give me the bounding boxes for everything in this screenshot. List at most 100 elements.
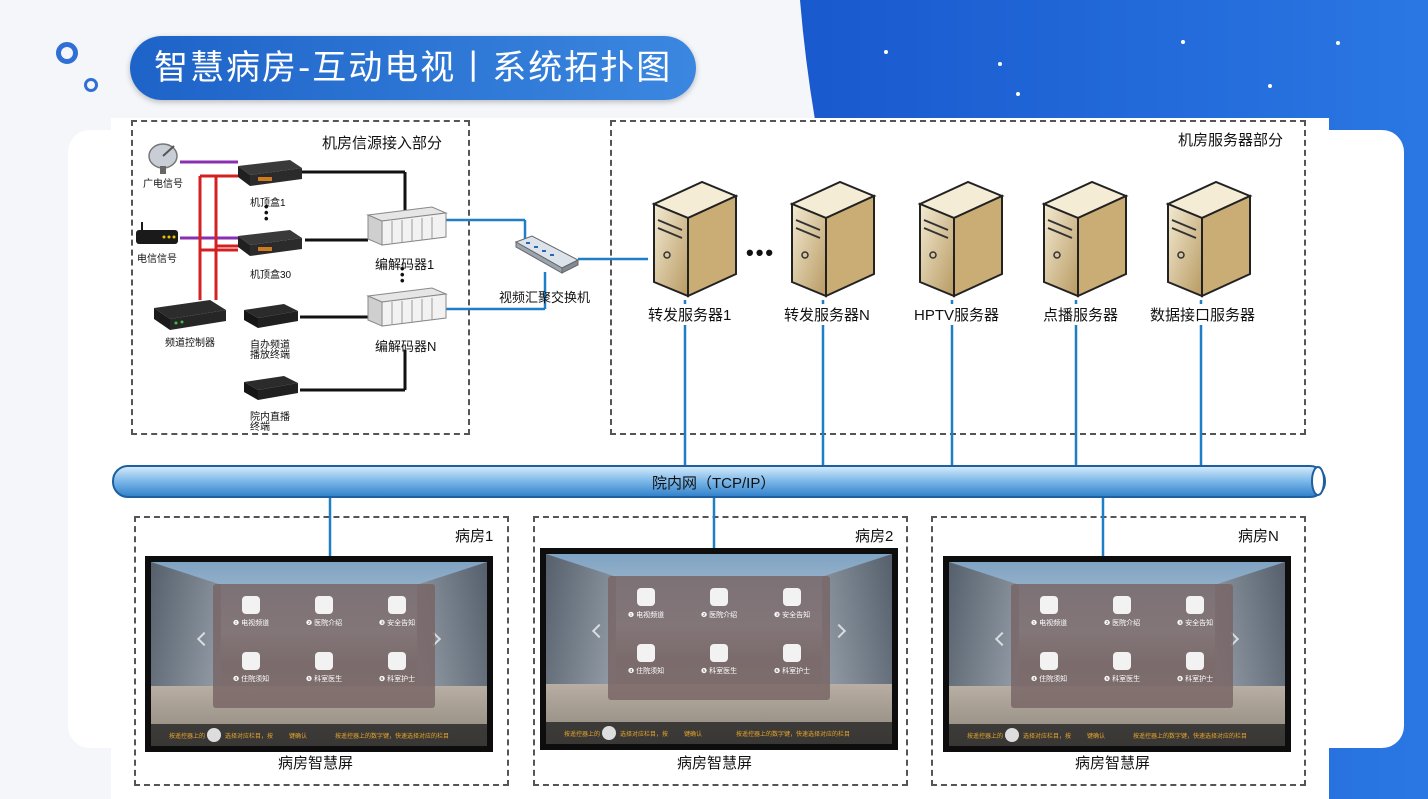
bed-icon (242, 652, 260, 670)
menu-item: ❶ 电视频道 (614, 584, 678, 634)
dpad-icon (1005, 728, 1019, 742)
ward-title: 病房1 (455, 528, 494, 545)
smart-screen-n: ❶ 电视频道 ❷ 医院介绍 ❸ 安全告知 ❹ 住院须知 ❺ 科室医生 ❻ 科室护… (943, 556, 1291, 752)
dpad-icon (602, 726, 616, 740)
smart-screen-2: ❶ 电视频道 ❷ 医院介绍 ❸ 安全告知 ❹ 住院须知 ❺ 科室医生 ❻ 科室护… (540, 548, 898, 750)
screen-hint-bar: 按遥控器上的 选择对应栏目，按 键确认 按遥控器上的数字键，快速选择对应的栏目 (151, 724, 487, 746)
server-section-title: 机房服务器部分 (1178, 132, 1284, 149)
page-title: 智慧病房-互动电视丨系统拓扑图 (154, 48, 673, 88)
menu-item: ❹ 住院须知 (219, 648, 283, 698)
server-label: 点播服务器 (1043, 304, 1119, 325)
server-label: HPTV服务器 (914, 304, 1000, 325)
ward-title: 病房N (1238, 528, 1279, 545)
menu-item: ❺ 科室医生 (1090, 648, 1154, 698)
screen-label: 病房智慧屏 (1075, 755, 1151, 772)
router-icon (136, 222, 178, 244)
nurse-icon (1186, 652, 1204, 670)
menu-item: ❶ 电视频道 (219, 592, 283, 642)
title-pill (130, 36, 696, 100)
screen-label: 病房智慧屏 (677, 755, 753, 772)
encoder-chassis-icon (366, 206, 448, 246)
menu-item: ❷ 医院介绍 (292, 592, 356, 642)
menu-item: ❸ 安全告知 (760, 584, 824, 634)
menu-item: ❺ 科室医生 (292, 648, 356, 698)
tv-icon (1040, 596, 1058, 614)
server-label: 转发服务器1 (648, 304, 732, 325)
decor-circle-icon (56, 42, 78, 64)
tv-icon (242, 596, 260, 614)
switch-label: 视频汇聚交换机 (499, 290, 591, 305)
star-dot (884, 50, 888, 54)
menu-item: ❸ 安全告知 (365, 592, 429, 642)
satellite-dish-icon (148, 143, 178, 174)
server-tower-icon (789, 180, 877, 298)
source-section-title: 机房信源接入部分 (322, 135, 443, 152)
bed-icon (1040, 652, 1058, 670)
encoderN-label: 编解码器N (375, 339, 437, 354)
telecom-label: 电信信号 (137, 254, 177, 265)
star-dot (1268, 84, 1272, 88)
ward-box-2 (533, 516, 908, 786)
server-tower-icon (1165, 180, 1253, 298)
playback-terminal-icon (244, 304, 298, 328)
bed-icon (637, 644, 655, 662)
stb1-label: 机顶盒1 (250, 198, 286, 209)
server-tower-icon (917, 180, 1005, 298)
menu-item: ❹ 住院须知 (1017, 648, 1081, 698)
encoder1-label: 编解码器1 (375, 257, 435, 272)
menu-item: ❻ 科室护士 (1163, 648, 1227, 698)
live-terminal-icon (244, 376, 298, 400)
satellite-label: 广电信号 (143, 179, 183, 190)
star-dot (998, 62, 1002, 66)
server-tower-icon (1041, 180, 1129, 298)
server-section-box (610, 120, 1306, 435)
ellipsis-horizontal-icon: ••• (746, 240, 776, 265)
hospital-icon (710, 588, 728, 606)
server-label: 转发服务器N (784, 304, 870, 325)
smart-screen-1: ❶ 电视频道 ❷ 医院介绍 ❸ 安全告知 ❹ 住院须知 ❺ 科室医生 ❻ 科室护… (145, 556, 493, 752)
encoder-chassis-icon (366, 287, 448, 327)
screen-label: 病房智慧屏 (278, 755, 354, 772)
menu-item: ❸ 安全告知 (1163, 592, 1227, 642)
channel-controller-icon (154, 300, 226, 330)
self-playback-label: 自办频道播放终端 (250, 340, 290, 361)
server-label: 数据接口服务器 (1150, 304, 1256, 325)
nurse-icon (388, 652, 406, 670)
set-top-box-icon (238, 160, 302, 186)
ward-box-n (931, 516, 1306, 786)
menu-item: ❶ 电视频道 (1017, 592, 1081, 642)
stb30-label: 机顶盒30 (250, 270, 292, 281)
notice-icon (783, 588, 801, 606)
doctor-icon (1113, 652, 1131, 670)
ward-title: 病房2 (855, 528, 894, 545)
dpad-icon (207, 728, 221, 742)
channel-controller-label: 频道控制器 (165, 338, 215, 349)
notice-icon (388, 596, 406, 614)
source-section-box (131, 120, 470, 435)
hospital-icon (315, 596, 333, 614)
screen-hint-bar: 按遥控器上的 选择对应栏目，按 键确认 按遥控器上的数字键，快速选择对应的栏目 (546, 722, 892, 744)
notice-icon (1186, 596, 1204, 614)
menu-item: ❷ 医院介绍 (1090, 592, 1154, 642)
network-label: 院内网（TCP/IP） (652, 475, 776, 492)
star-dot (1016, 92, 1020, 96)
menu-item: ❻ 科室护士 (365, 648, 429, 698)
ellipsis-vertical-icon: ••• (264, 199, 269, 226)
star-dot (1181, 40, 1185, 44)
set-top-box-icon (238, 230, 302, 256)
ellipsis-vertical-icon: ••• (400, 261, 405, 288)
nurse-icon (783, 644, 801, 662)
menu-item: ❹ 住院须知 (614, 640, 678, 690)
server-tower-icon (651, 180, 739, 298)
doctor-icon (315, 652, 333, 670)
tv-icon (637, 588, 655, 606)
doctor-icon (710, 644, 728, 662)
screen-hint-bar: 按遥控器上的 选择对应栏目，按 键确认 按遥控器上的数字键，快速选择对应的栏目 (949, 724, 1285, 746)
menu-item: ❺ 科室医生 (687, 640, 751, 690)
screen-menu-panel: ❶ 电视频道 ❷ 医院介绍 ❸ 安全告知 ❹ 住院须知 ❺ 科室医生 ❻ 科室护… (1011, 584, 1233, 708)
live-terminal-label: 院内直播终端 (250, 412, 290, 433)
ward-box-1 (134, 516, 509, 786)
star-dot (1336, 41, 1340, 45)
screen-menu-panel: ❶ 电视频道 ❷ 医院介绍 ❸ 安全告知 ❹ 住院须知 ❺ 科室医生 ❻ 科室护… (608, 576, 830, 700)
